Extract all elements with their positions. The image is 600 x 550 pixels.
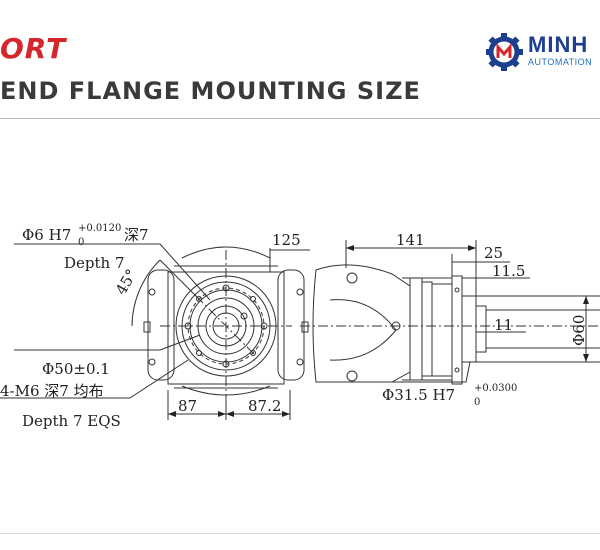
bore-tol-upper: +0.0300	[474, 383, 517, 394]
header-divider	[0, 118, 600, 119]
dim-11-5: 11.5	[492, 262, 525, 280]
dim-125: 125	[272, 231, 301, 249]
hole-phi6-label: Φ6 H7	[22, 226, 71, 244]
footer-divider	[0, 533, 600, 534]
page-title: END FLANGE MOUNTING SIZE	[0, 77, 421, 105]
dim-25: 25	[484, 244, 503, 262]
brand-fragment: ORT	[0, 32, 67, 65]
company-logo: MINH AUTOMATION	[486, 30, 600, 74]
front-view	[0, 243, 310, 420]
gear-icon	[486, 33, 523, 71]
depth-7-eqs-label: Depth 7 EQS	[22, 412, 121, 430]
pcd-phi50-label: Φ50±0.1	[42, 360, 110, 378]
hole-phi6-depth-cn: 深7	[124, 226, 149, 244]
dim-87-2: 87.2	[248, 397, 281, 415]
side-view	[300, 240, 600, 385]
logo-wordmark: MINH	[528, 32, 589, 57]
depth-7-label: Depth 7	[64, 254, 125, 272]
bore-phi31-5-label: Φ31.5 H7	[382, 386, 455, 404]
dim-141: 141	[396, 231, 425, 249]
logo-subtitle: AUTOMATION	[528, 57, 593, 67]
hole-phi6-tol-lower: 0	[78, 237, 84, 248]
dim-11: 11	[494, 316, 513, 334]
dim-phi60: Φ60	[570, 315, 588, 346]
bore-tol-lower: 0	[474, 397, 480, 408]
hole-phi6-tol-upper: +0.0120	[78, 223, 121, 234]
dim-87: 87	[178, 397, 197, 415]
thread-m6-label: 4-M6 深7 均布	[0, 382, 104, 400]
flange-drawing: Φ6 H7 +0.0120 0 深7 Depth 7 45° Φ50±0.1 4…	[0, 223, 600, 430]
